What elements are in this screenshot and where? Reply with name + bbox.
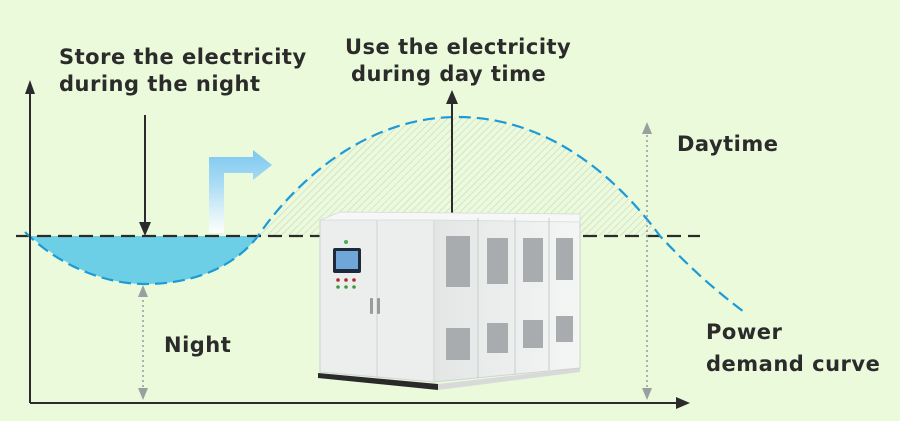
use-electricity-label: Use the electricity during day time bbox=[345, 34, 571, 88]
use-label-line1: Use the electricity bbox=[345, 35, 572, 59]
y-axis-arrow-icon bbox=[25, 80, 35, 94]
store-arrow-head-icon bbox=[139, 222, 151, 236]
daytime-guide-down-icon bbox=[642, 388, 652, 400]
night-label: Night bbox=[164, 332, 231, 359]
night-label-text: Night bbox=[164, 333, 232, 357]
store-label-line1: Store the electricity bbox=[59, 45, 307, 69]
power-demand-curve-label: Power demand curve bbox=[706, 316, 880, 380]
store-electricity-label: Store the electricity during the night bbox=[59, 44, 307, 98]
use-label-line2: during day time bbox=[351, 62, 547, 86]
energy-storage-cabinet-image bbox=[318, 211, 581, 390]
daytime-label: Daytime bbox=[677, 131, 779, 158]
store-label-line2: during the night bbox=[59, 72, 261, 96]
daytime-label-text: Daytime bbox=[677, 132, 779, 156]
bent-right-arrow-icon bbox=[209, 150, 272, 233]
power-demand-curve bbox=[24, 115, 745, 313]
power-label-line2: demand curve bbox=[706, 352, 881, 376]
night-guide-up-icon bbox=[138, 285, 148, 297]
daytime-guide-up-icon bbox=[642, 122, 652, 134]
daytime-surplus-area bbox=[258, 116, 660, 236]
use-arrow-head-icon bbox=[446, 90, 458, 104]
night-guide-down-icon bbox=[138, 388, 148, 400]
night-storage-area bbox=[30, 236, 258, 284]
x-axis-arrow-icon bbox=[676, 397, 690, 409]
power-label-line1: Power bbox=[706, 320, 783, 344]
